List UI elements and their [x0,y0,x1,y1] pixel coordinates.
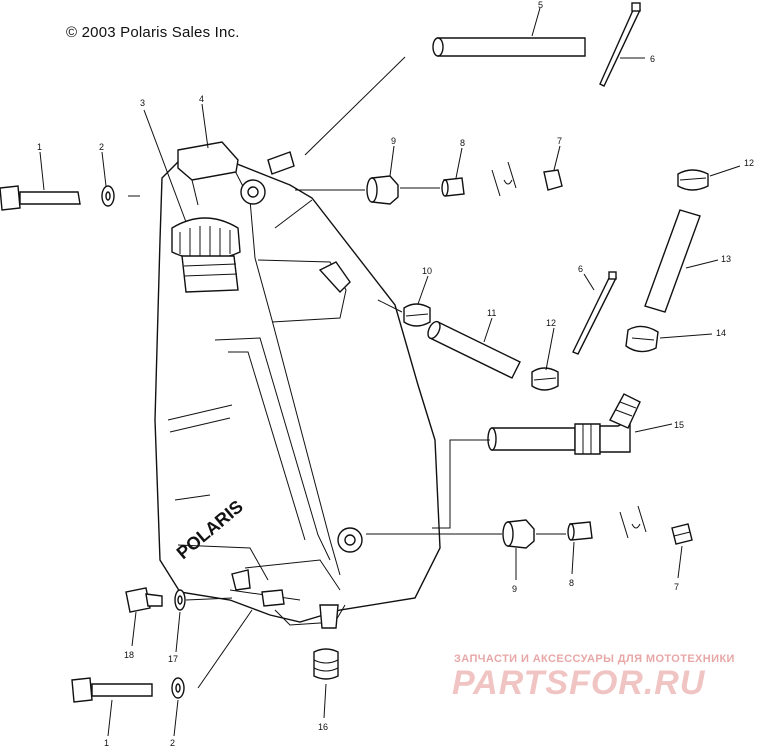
callout-7-bottom: 7 [674,582,679,592]
callout-9-bottom: 9 [512,584,517,594]
callout-5: 5 [538,0,543,10]
filler-cap [171,217,241,293]
callout-2-bottom: 2 [170,738,175,747]
callout-16: 16 [318,722,328,732]
grommet-top [366,175,399,205]
callout-2: 2 [99,142,104,152]
callout-1: 1 [37,142,42,152]
callout-10: 10 [422,266,432,276]
grommet-bottom [502,519,535,549]
callout-14: 14 [716,328,726,338]
clamp-top [677,169,709,191]
callout-12-middle: 12 [546,318,556,328]
oil-tank: POLARIS [154,141,441,629]
clamp-middle [531,367,559,391]
callout-9: 9 [391,136,396,146]
bolt-top [0,185,81,211]
callout-13: 13 [721,254,731,264]
washer-bottom [171,677,185,699]
callout-18: 18 [124,650,134,660]
bottom-grommet [313,648,339,680]
hose-middle [427,320,521,379]
elbow-fitting [487,393,641,455]
callout-1-bottom: 1 [104,738,109,747]
callout-11: 11 [487,308,496,318]
hose-top [432,37,586,57]
spacer-top [441,177,465,197]
washer-top [101,185,115,207]
cable-tie-top [599,2,641,87]
bolt-bottom [71,677,153,703]
nut-bottom [671,523,693,545]
callout-15: 15 [674,420,684,430]
clamp-right [625,325,659,353]
watermark-tagline: ЗАПЧАСТИ И АКСЕССУАРЫ ДЛЯ МОТОТЕХНИКИ [454,653,735,665]
drain-washer [174,589,186,611]
callout-numbers: 1 2 3 4 5 6 9 8 7 12 13 14 10 11 6 12 15… [37,0,754,747]
watermark-logo: PARTSFOR.RU [452,664,706,702]
drain-plug [125,587,163,613]
callout-7: 7 [557,136,562,146]
copyright-notice: © 2003 Polaris Sales Inc. [66,24,240,41]
callout-4: 4 [199,94,204,104]
callout-12: 12 [744,158,754,168]
nut-top [543,169,563,191]
clamp-left [403,303,431,327]
callout-3: 3 [140,98,145,108]
callout-8-bottom: 8 [569,578,574,588]
hose-right [644,209,701,313]
leader-lines [39,7,683,737]
callout-17: 17 [168,654,178,664]
callout-8: 8 [460,138,465,148]
callout-6-middle: 6 [578,264,583,274]
cable-tie-middle [572,271,617,355]
spacer-bottom [567,521,593,541]
callout-6: 6 [650,54,655,64]
